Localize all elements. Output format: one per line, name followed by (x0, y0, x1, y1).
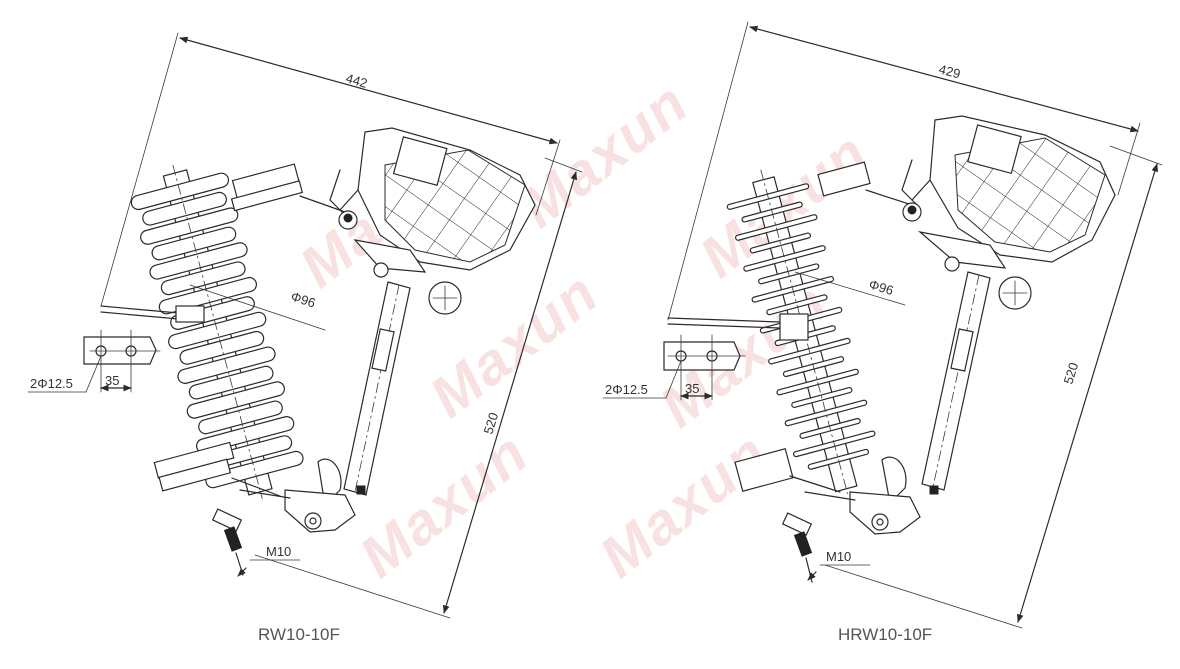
mounting-bracket (100, 305, 205, 323)
lower-contact (804, 456, 921, 535)
hole-label: 2Φ12.5 (605, 382, 648, 397)
drawing-hrw10-10f: 429 520 (602, 21, 1163, 644)
fuse-tube (921, 271, 991, 495)
upper-contact (902, 202, 1032, 310)
m10-terminal-bolt: M10 (211, 508, 301, 577)
diameter-label: Φ96 (289, 289, 317, 311)
diameter-callout: Φ96 (189, 284, 326, 331)
mounting-plate: 35 2Φ12.5 (27, 329, 161, 393)
width-dim-label: 429 (937, 61, 962, 81)
model-label: HRW10-10F (838, 625, 932, 644)
hole-spacing-label: 35 (685, 381, 699, 396)
drawing-rw10-10f: 442 520 (27, 32, 583, 644)
watermark: Maxun (588, 420, 781, 590)
diameter-callout: Φ96 (794, 271, 906, 306)
bottom-clamp (734, 448, 841, 493)
porcelain-insulator (130, 164, 304, 499)
mounting-plate: 35 2Φ12.5 (602, 334, 746, 401)
height-dim-label: 520 (1061, 361, 1082, 386)
top-clamp (230, 163, 346, 213)
arc-hood (901, 115, 1116, 263)
bottom-clamp (153, 441, 281, 497)
model-label: RW10-10F (258, 625, 340, 644)
hole-label: 2Φ12.5 (30, 376, 73, 391)
height-dim-label: 520 (481, 411, 502, 436)
hole-spacing-label: 35 (105, 373, 119, 388)
top-clamp (817, 161, 913, 206)
mounting-bracket (667, 313, 809, 341)
height-dimension: 520 (824, 145, 1163, 629)
fuse-tube (343, 281, 411, 496)
m10-terminal-bolt: M10 (781, 512, 871, 583)
lower-contact (239, 458, 356, 533)
arc-hood (329, 127, 536, 271)
thread-label: M10 (826, 549, 851, 564)
thread-label: M10 (266, 544, 291, 559)
watermark: Maxun (508, 70, 701, 240)
diameter-label: Φ96 (867, 277, 895, 299)
width-dim-label: 442 (344, 70, 369, 90)
upper-contact (338, 210, 462, 315)
height-dimension: 520 (254, 157, 583, 619)
